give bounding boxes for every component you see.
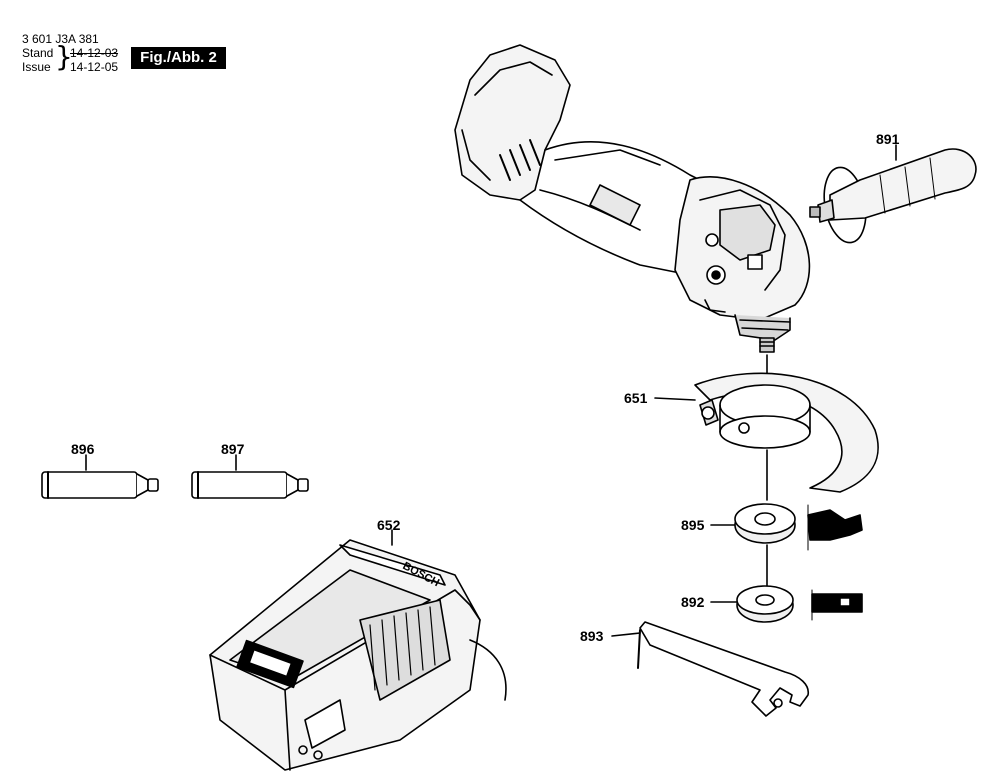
issue-date: 14-12-05 (70, 60, 119, 74)
grease-tube-897-icon (191, 471, 309, 499)
callout-892: 892 (681, 594, 705, 610)
grease-tube-896-icon (41, 471, 159, 499)
pin-spanner-icon (637, 621, 810, 717)
callout-896: 896 (71, 441, 95, 457)
figure-badge: Fig./Abb. 2 (131, 47, 226, 69)
callout-895: 895 (681, 517, 705, 533)
brace-icon: } (55, 40, 73, 73)
callout-652: 652 (377, 517, 401, 533)
clamping-nut-icon (736, 585, 863, 623)
callout-893: 893 (580, 628, 604, 644)
callout-897: 897 (221, 441, 245, 457)
stand-label: Stand (22, 46, 54, 60)
angle-grinder-icon (454, 44, 811, 353)
mounting-flange-icon (734, 503, 863, 551)
callout-891: 891 (876, 131, 900, 147)
side-handle-icon (809, 148, 977, 244)
callout-651: 651 (624, 390, 648, 406)
battery-charger-icon (209, 539, 507, 771)
wheel-guard-icon (694, 372, 879, 493)
part-number: 3 601 J3A 381 (22, 32, 99, 46)
stand-date: 14-12-03 (70, 46, 119, 60)
issue-label: Issue (22, 60, 51, 74)
